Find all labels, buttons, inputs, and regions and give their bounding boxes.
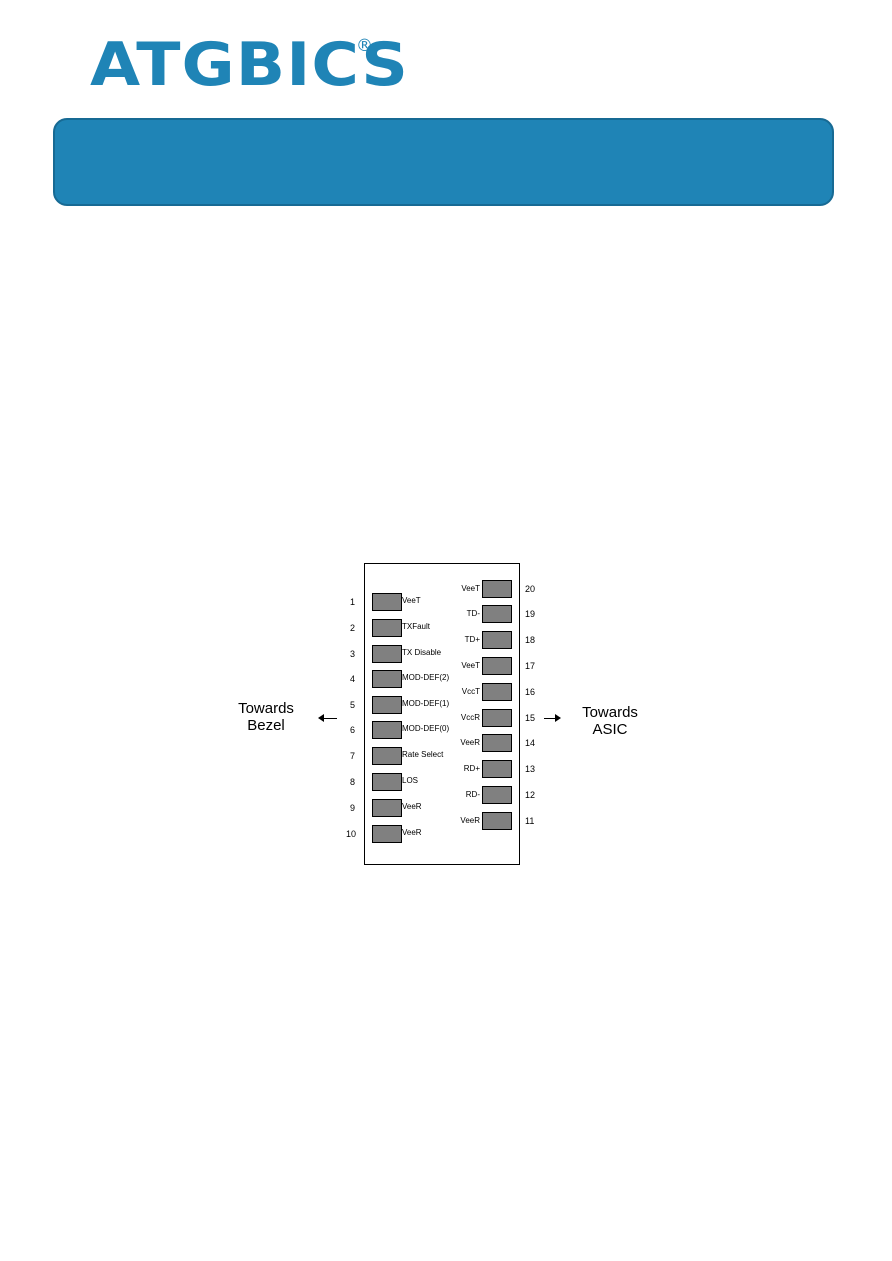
right-pin-label: VeeR [460,816,480,825]
left-pin-number: 4 [350,674,356,684]
arrow-right-shaft [544,718,556,719]
towards-bezel-line2: Bezel [247,717,285,734]
towards-asic-line1: Towards [582,704,638,721]
left-pin-number: 6 [350,725,356,735]
left-pin-label: TX Disable [402,648,442,657]
right-pin-pad [482,734,512,752]
right-pin-label: VeeT [461,584,480,593]
brand-logo: ATGBICS ® [90,34,408,96]
right-pin-number: 14 [525,738,536,748]
left-pin-number: 3 [350,649,356,659]
left-pin-number: 10 [346,829,357,839]
left-pin-label: VeeR [402,802,422,811]
left-pin-label: MOD-DEF(1) [402,699,450,708]
left-pin-label: MOD-DEF(0) [402,724,450,733]
arrow-left-icon [318,714,324,722]
arrow-right-icon [555,714,561,722]
right-pin-pad [482,760,512,778]
left-pin-pad [372,696,402,714]
brand-name: ATGBICS [90,30,410,100]
right-pin-number: 12 [525,790,536,800]
right-pin-label: RD+ [463,764,480,773]
right-pin-label: VeeR [460,738,480,747]
left-pin-label: LOS [402,776,419,785]
right-pin-pad [482,631,512,649]
header-banner [53,118,834,206]
registered-mark: ® [356,36,373,56]
right-pin-label: VccT [461,687,480,696]
left-pin-pad [372,721,402,739]
right-pin-number: 19 [525,609,536,619]
right-pin-number: 18 [525,635,536,645]
left-pin-pad [372,825,402,843]
right-pin-pad [482,605,512,623]
left-pin-pad [372,670,402,688]
right-pin-label: VeeT [461,661,480,670]
left-pin-pad [372,747,402,765]
right-pin-number: 15 [525,713,536,723]
right-pin-number: 11 [525,816,535,826]
right-pin-label: TD+ [464,635,480,644]
left-pin-label: VeeT [402,596,421,605]
right-pin-pad [482,709,512,727]
right-pin-pad [482,683,512,701]
right-pin-label: RD- [465,790,480,799]
towards-asic-line2: ASIC [592,721,628,738]
right-pin-pad [482,812,512,830]
right-pin-pad [482,657,512,675]
right-pin-number: 16 [525,687,536,697]
left-pin-pad [372,645,402,663]
left-pin-label: Rate Select [402,750,444,759]
left-pin-number: 9 [350,803,356,813]
right-pin-label: TD- [466,609,480,618]
right-pin-pad [482,786,512,804]
right-pin-number: 17 [525,661,536,671]
left-pin-pad [372,593,402,611]
left-pin-label: TXFault [402,622,431,631]
left-pin-label: MOD-DEF(2) [402,673,450,682]
left-pin-number: 7 [350,751,356,761]
arrow-left-shaft [324,718,337,719]
left-pin-number: 5 [350,700,356,710]
right-pin-number: 13 [525,764,536,774]
left-pin-pad [372,619,402,637]
towards-bezel-label: Towards Bezel [226,700,306,734]
left-pin-pad [372,799,402,817]
left-pin-pad [372,773,402,791]
towards-asic-label: Towards ASIC [570,704,650,738]
right-pin-pad [482,580,512,598]
left-pin-label: VeeR [402,828,422,837]
towards-bezel-line1: Towards [238,700,294,717]
right-pin-label: VccR [460,713,480,722]
left-pin-number: 2 [350,623,356,633]
left-pin-number: 8 [350,777,356,787]
left-pin-number: 1 [350,597,356,607]
right-pin-number: 20 [525,584,536,594]
